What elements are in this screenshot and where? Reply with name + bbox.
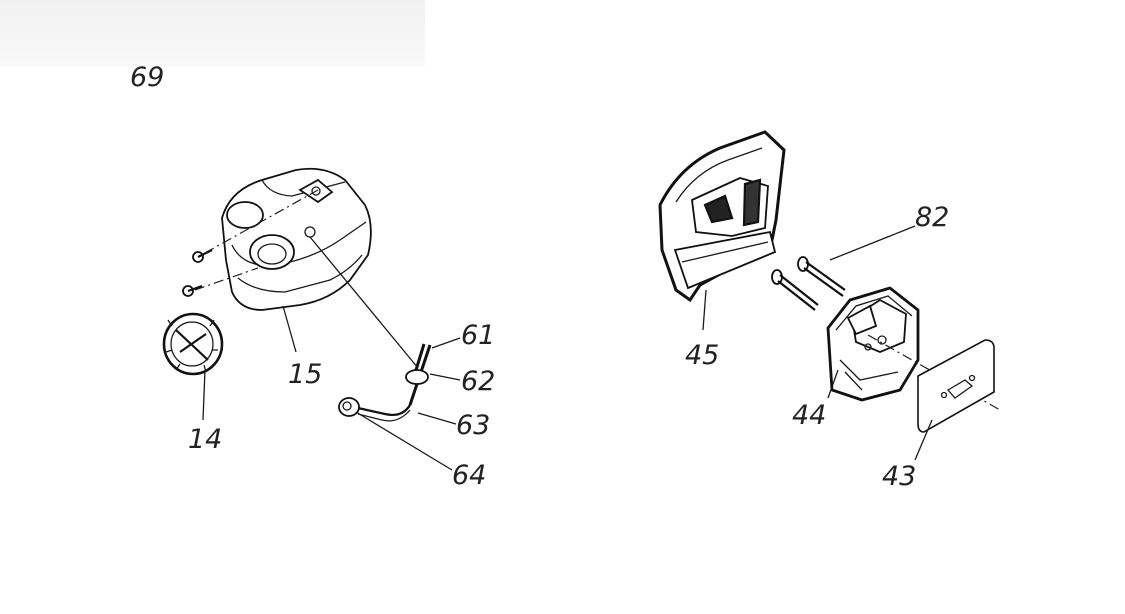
label-82: 82 — [915, 202, 949, 233]
leader-62 — [429, 373, 461, 381]
page-number: 69 — [130, 62, 164, 93]
cover-housing — [658, 130, 786, 303]
gasket — [917, 339, 995, 433]
label-63: 63 — [456, 410, 490, 441]
label-44: 44 — [792, 400, 826, 431]
bolt-1 — [797, 256, 846, 297]
label-64: 64 — [452, 460, 486, 491]
leader-64 — [355, 411, 453, 471]
fuel-hose-assembly — [338, 343, 432, 422]
tank-screw-1 — [192, 249, 213, 263]
leader-15 — [282, 305, 297, 353]
label-15: 15 — [288, 359, 322, 390]
leader-44 — [827, 369, 839, 399]
leader-82 — [829, 225, 916, 261]
tank-axis-line-2 — [194, 267, 259, 291]
label-45: 45 — [685, 340, 719, 371]
leader-45 — [702, 289, 707, 331]
leader-43 — [914, 419, 933, 461]
muffler — [826, 286, 920, 402]
bolt-2 — [771, 269, 819, 311]
leader-63 — [417, 412, 457, 425]
fuel-tank — [221, 167, 372, 311]
leader-61 — [431, 337, 461, 349]
label-61: 61 — [461, 320, 495, 351]
fuel-cap — [162, 312, 224, 376]
tank-screw-2 — [182, 284, 203, 297]
label-14: 14 — [188, 424, 222, 455]
label-43: 43 — [882, 461, 916, 492]
header-fade — [0, 0, 425, 66]
label-62: 62 — [461, 366, 495, 397]
leader-14 — [202, 369, 206, 421]
tank-to-hose-line — [309, 236, 419, 369]
tank-axis-line-1 — [204, 189, 319, 254]
